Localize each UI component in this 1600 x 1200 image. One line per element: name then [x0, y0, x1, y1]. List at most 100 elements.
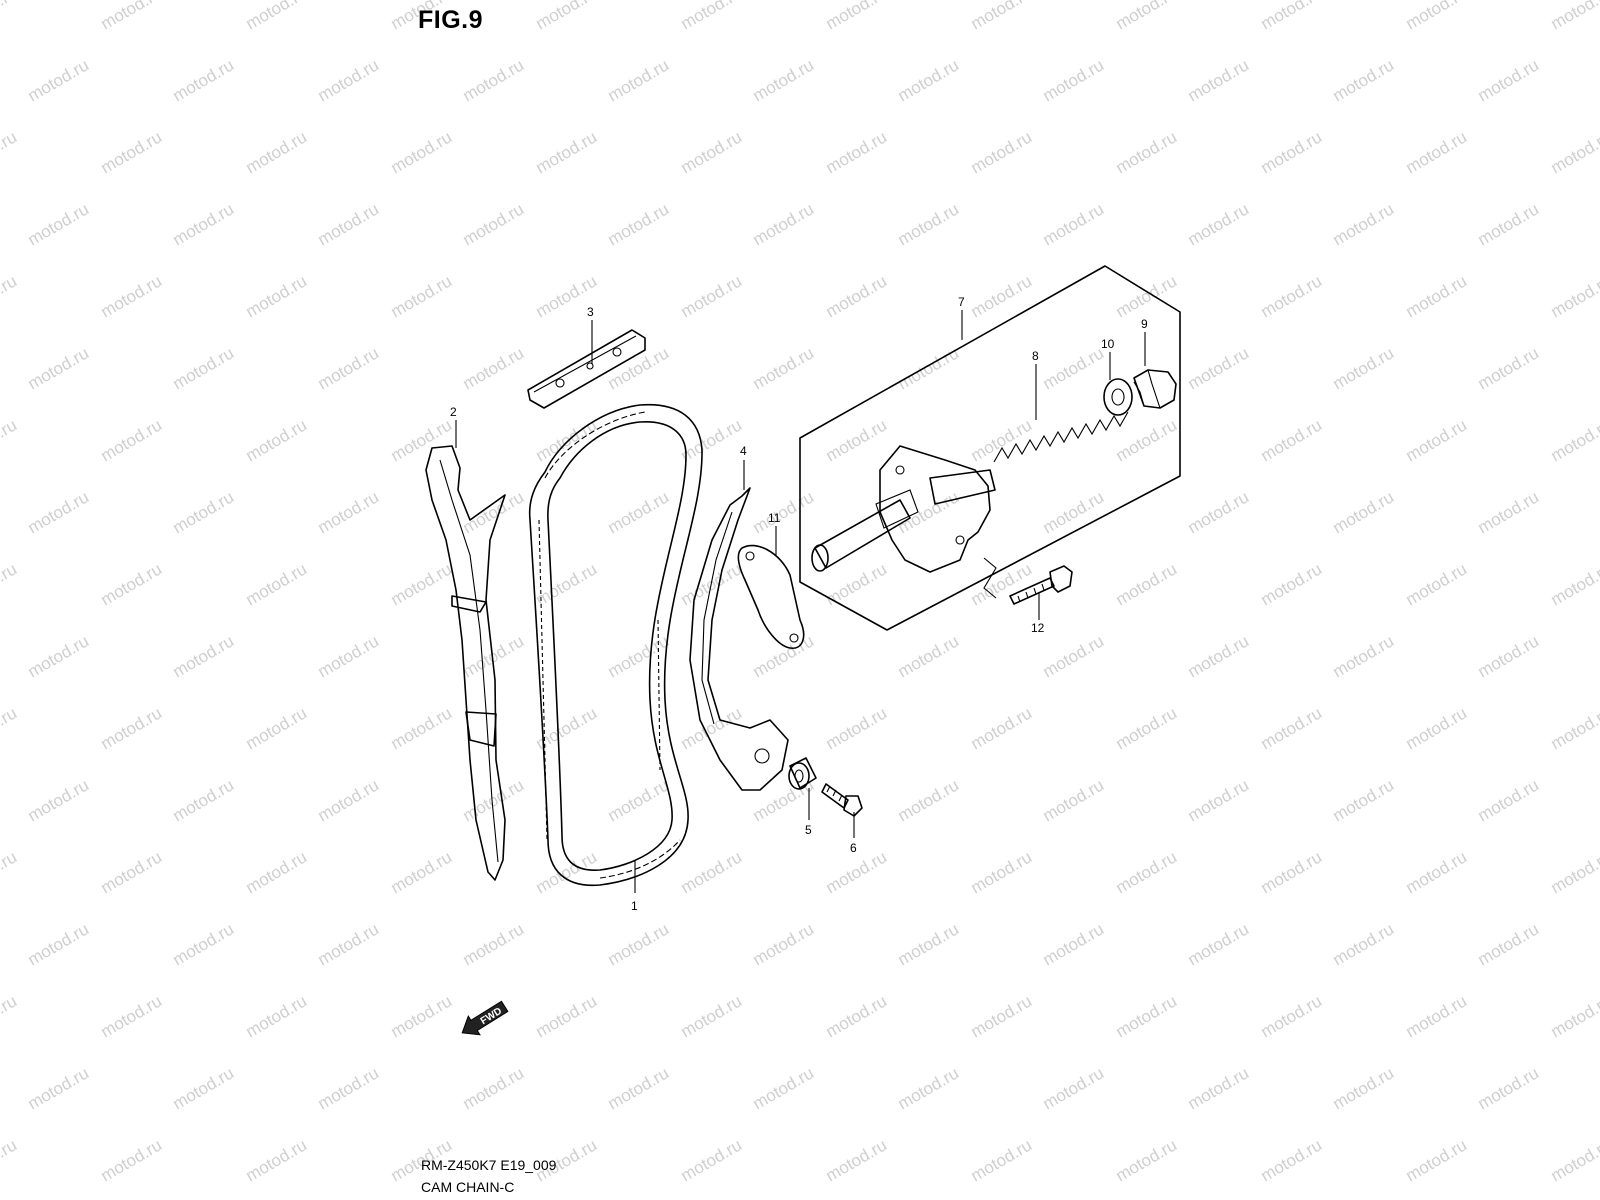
watermark-text: motod.ru	[25, 55, 93, 105]
watermark-text: motod.ru	[0, 127, 20, 177]
watermark-text: motod.ru	[968, 847, 1036, 897]
watermark-text: motod.ru	[243, 559, 311, 609]
watermark-text: motod.ru	[1548, 1135, 1600, 1185]
part-10-washer[interactable]	[1103, 378, 1133, 416]
watermark-text: motod.ru	[315, 1063, 383, 1113]
part-4-tensioner-arm[interactable]	[689, 487, 789, 791]
watermark-text: motod.ru	[460, 919, 528, 969]
watermark-text: motod.ru	[1185, 919, 1253, 969]
watermark-text: motod.ru	[25, 919, 93, 969]
watermark-text: motod.ru	[1040, 631, 1108, 681]
watermark-text: motod.ru	[1185, 487, 1253, 537]
callout-5[interactable]: 5	[805, 823, 812, 837]
watermark-text: motod.ru	[823, 415, 891, 465]
watermark-text: motod.ru	[0, 703, 20, 753]
watermark-text: motod.ru	[1403, 559, 1471, 609]
watermark-text: motod.ru	[605, 919, 673, 969]
watermark-text: motod.ru	[1475, 487, 1543, 537]
watermark-text: motod.ru	[460, 631, 528, 681]
watermark-text: motod.ru	[1548, 559, 1600, 609]
watermark-text: motod.ru	[1548, 415, 1600, 465]
watermark-text: motod.ru	[170, 487, 238, 537]
part-5-collar[interactable]	[788, 757, 817, 790]
watermark-text: motod.ru	[98, 271, 166, 321]
callout-8[interactable]: 8	[1032, 349, 1039, 363]
callout-labels: 1 2 3 4 5 6 7 8 9 10 11 12	[450, 295, 1148, 913]
watermark-text: motod.ru	[243, 991, 311, 1041]
watermark-text: motod.ru	[0, 847, 20, 897]
watermark-text: motod.ru	[388, 271, 456, 321]
callout-1[interactable]: 1	[631, 899, 638, 913]
watermark-text: motod.ru	[823, 703, 891, 753]
watermark-text: motod.ru	[968, 415, 1036, 465]
leader-lines	[455, 310, 1146, 893]
watermark-text: motod.ru	[388, 559, 456, 609]
watermark-text: motod.ru	[1403, 847, 1471, 897]
watermark-text: motod.ru	[1403, 271, 1471, 321]
watermark-text: motod.ru	[1113, 127, 1181, 177]
watermark-text: motod.ru	[968, 559, 1036, 609]
watermark-text: motod.ru	[678, 847, 746, 897]
watermark-text: motod.ru	[750, 199, 818, 249]
part-1-cam-chain[interactable]	[528, 403, 703, 887]
watermark-text: motod.ru	[243, 847, 311, 897]
watermark-text: motod.ru	[1113, 271, 1181, 321]
callout-12[interactable]: 12	[1031, 621, 1045, 635]
watermark-text: motod.ru	[25, 1063, 93, 1113]
watermark-text: motod.ru	[1548, 271, 1600, 321]
part-8-spring[interactable]	[993, 411, 1129, 463]
watermark-text: motod.ru	[1185, 1063, 1253, 1113]
watermark-text: motod.ru	[533, 127, 601, 177]
watermark-text: motod.ru	[98, 703, 166, 753]
callout-10[interactable]: 10	[1101, 337, 1115, 351]
watermark-text: motod.ru	[1258, 271, 1326, 321]
callout-11[interactable]: 11	[768, 511, 781, 525]
watermark-text: motod.ru	[0, 991, 20, 1041]
watermark-text: motod.ru	[823, 991, 891, 1041]
watermark-text: motod.ru	[678, 415, 746, 465]
tensioner-body	[811, 445, 996, 573]
watermark-text: motod.ru	[1258, 703, 1326, 753]
callout-7[interactable]: 7	[958, 295, 965, 309]
watermark-text: motod.ru	[388, 847, 456, 897]
watermark-text: motod.ru	[1040, 55, 1108, 105]
part-3-guide-plate[interactable]	[527, 329, 646, 409]
watermark-text: motod.ru	[895, 919, 963, 969]
watermark-text: motod.ru	[1185, 775, 1253, 825]
callout-9[interactable]: 9	[1141, 317, 1148, 331]
watermark-text: motod.ru	[533, 559, 601, 609]
watermark-text: motod.ru	[1548, 847, 1600, 897]
part-11-gasket[interactable]	[737, 544, 805, 649]
watermark-text: motod.ru	[1475, 55, 1543, 105]
part-7-tensioner-assembly[interactable]	[799, 265, 1181, 631]
watermark-text: motod.ru	[1330, 919, 1398, 969]
part-2-chain-guide[interactable]	[425, 445, 506, 881]
part-6-bolt[interactable]	[821, 783, 863, 817]
watermark-text: motod.ru	[170, 343, 238, 393]
watermark-text: motod.ru	[605, 775, 673, 825]
watermark-text: motod.ru	[315, 631, 383, 681]
watermark-text: motod.ru	[1258, 0, 1326, 33]
watermark-text: motod.ru	[968, 0, 1036, 33]
watermark-text: motod.ru	[750, 919, 818, 969]
watermark-text: motod.ru	[25, 631, 93, 681]
watermark-text: motod.ru	[243, 271, 311, 321]
watermark-text: motod.ru	[170, 55, 238, 105]
watermark-text: motod.ru	[460, 199, 528, 249]
watermark-text: motod.ru	[1403, 415, 1471, 465]
callout-3[interactable]: 3	[587, 305, 594, 319]
watermark-text: motod.ru	[1330, 487, 1398, 537]
callout-4[interactable]: 4	[740, 444, 747, 458]
callout-6[interactable]: 6	[850, 841, 857, 855]
watermark-text: motod.ru	[750, 487, 818, 537]
part-12-bolt[interactable]	[1009, 565, 1073, 605]
watermark-text: motod.ru	[170, 919, 238, 969]
watermark-text: motod.ru	[1258, 847, 1326, 897]
callout-2[interactable]: 2	[450, 405, 457, 419]
part-9-plug-bolt[interactable]	[1133, 369, 1177, 409]
watermark-text: motod.ru	[1113, 703, 1181, 753]
watermark-text: motod.ru	[1403, 127, 1471, 177]
watermark-text: motod.ru	[1475, 631, 1543, 681]
watermark-text: motod.ru	[1475, 1063, 1543, 1113]
